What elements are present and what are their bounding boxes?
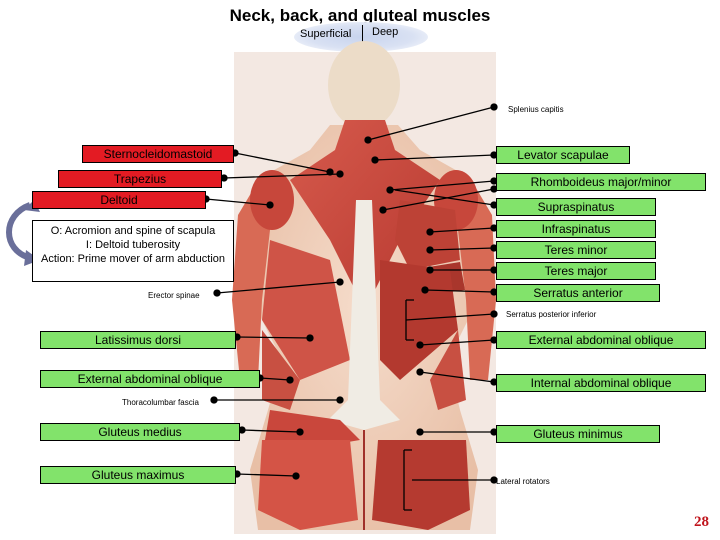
thoracolumbar-fascia-label: Thoracolumbar fascia: [122, 398, 199, 407]
gluteus-maximus-label: Gluteus maximus: [40, 466, 236, 484]
latissimus-dorsi-label: Latissimus dorsi: [40, 331, 236, 349]
page-title: Neck, back, and gluteal muscles: [229, 6, 491, 25]
splenius-capitis-label: Splenius capitis: [508, 105, 564, 114]
spine-fascia: [328, 200, 400, 430]
deep-toggle-label[interactable]: Deep: [372, 26, 399, 38]
left-oblique-muscle: [262, 330, 300, 410]
deltoid-info-box: O: Acromion and spine of scapula I: Delt…: [32, 220, 234, 282]
serratus-anterior-label: Serratus anterior: [496, 284, 660, 302]
left-arm: [232, 178, 270, 380]
external-abdominal-oblique-left-label: External abdominal oblique: [40, 370, 260, 388]
page-number: 28: [694, 514, 709, 530]
teres-minor-label: Teres minor: [496, 241, 656, 259]
gluteus-maximus-left-muscle: [258, 440, 358, 530]
supraspinatus-label: Supraspinatus: [496, 198, 656, 216]
external-abdominal-oblique-right-label: External abdominal oblique: [496, 331, 706, 349]
skull: [328, 41, 400, 129]
curved-arrow-icon: [6, 202, 32, 261]
lateral-rotators-label: Lateral rotators: [496, 477, 550, 486]
latissimus-dorsi-muscle: [262, 240, 350, 380]
rhomboideus-label: Rhomboideus major/minor: [496, 173, 706, 191]
gluteus-medius-label: Gluteus medius: [40, 423, 240, 441]
infraspinatus-muscle: [395, 200, 460, 270]
sternocleidomastoid-label: Sternocleidomastoid: [82, 145, 234, 163]
superficial-toggle-label[interactable]: Superficial: [300, 28, 352, 40]
gluteus-deep-right-muscle: [372, 440, 470, 530]
trapezius-label: Trapezius: [58, 170, 222, 188]
infraspinatus-label: Infraspinatus: [496, 220, 656, 238]
serratus-posterior-inferior-label: Serratus posterior inferior: [506, 310, 597, 319]
erector-spinae-label: Erector spinae: [148, 291, 200, 300]
left-deltoid-muscle: [250, 170, 294, 230]
teres-major-label: Teres major: [496, 262, 656, 280]
deltoid-label: Deltoid: [32, 191, 206, 209]
toggle-divider: [362, 25, 363, 43]
gluteus-minimus-label: Gluteus minimus: [496, 425, 660, 443]
right-oblique-muscle: [430, 330, 466, 410]
internal-abdominal-oblique-label: Internal abdominal oblique: [496, 374, 706, 392]
levator-scapulae-label: Levator scapulae: [496, 146, 630, 164]
